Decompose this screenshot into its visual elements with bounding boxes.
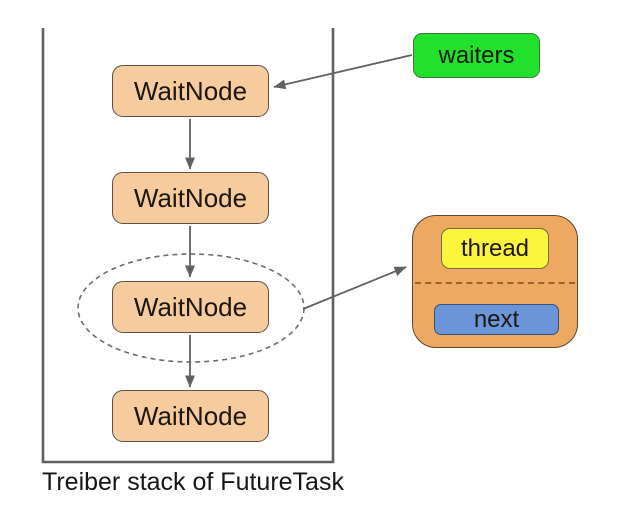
diagram-caption: Treiber stack of FutureTask: [42, 468, 344, 496]
next-field: next: [434, 304, 559, 335]
arrow-waiters-node1: [273, 54, 413, 90]
wait-node-3: WaitNode: [112, 281, 269, 333]
detail-divider: [415, 282, 575, 284]
wait-node-detail-box: thread next: [412, 215, 578, 348]
wait-node-4: WaitNode: [112, 390, 269, 442]
stack-container-outline: [41, 28, 335, 464]
wait-node-1: WaitNode: [112, 65, 269, 117]
waiters-label: waiters: [413, 33, 540, 78]
wait-node-2: WaitNode: [112, 172, 269, 224]
thread-field: thread: [441, 228, 549, 269]
arrow-node3-detail: [302, 266, 407, 310]
